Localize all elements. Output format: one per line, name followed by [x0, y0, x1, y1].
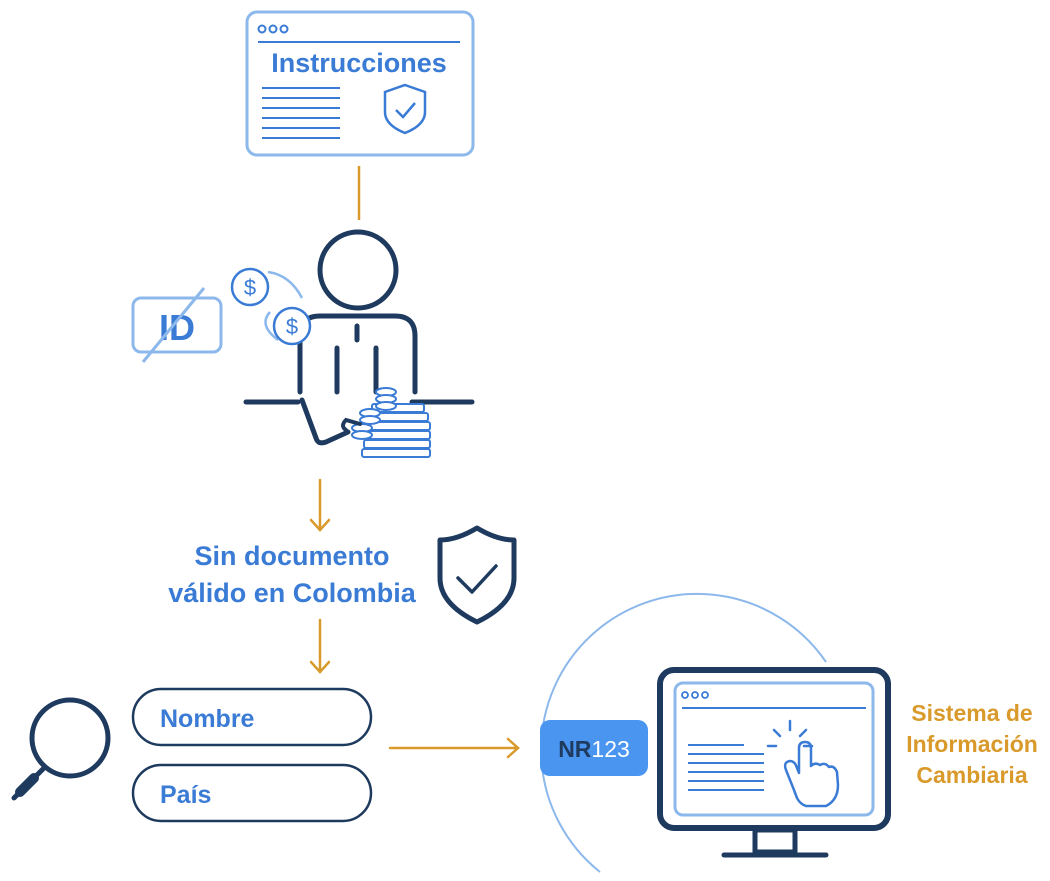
- instructions-card: Instrucciones: [245, 10, 475, 157]
- text-lines-icon: [688, 744, 764, 791]
- instructions-title: Instrucciones: [271, 48, 447, 78]
- country-field-label: País: [160, 781, 211, 809]
- money-stack-icon: [351, 387, 431, 458]
- text-lines-icon: [262, 87, 340, 139]
- dollar-sign-icon: $: [244, 275, 256, 300]
- arrow-down-icon: [309, 478, 331, 532]
- svg-text:NR123: NR123: [558, 736, 630, 762]
- id-card-crossed-icon: ID: [131, 287, 223, 363]
- code-number: 123: [591, 736, 629, 762]
- code-badge: NR123: [540, 720, 648, 776]
- window-dots-icon: [681, 691, 709, 699]
- code-prefix: NR: [558, 736, 592, 762]
- name-field: Nombre: [131, 687, 373, 747]
- arrow-down-icon: [309, 618, 331, 674]
- name-field-label: Nombre: [160, 705, 255, 733]
- system-circle: [540, 592, 827, 873]
- arrow-right-icon: [388, 737, 520, 759]
- click-hand-icon: [766, 719, 840, 808]
- shield-check-icon: [437, 525, 517, 625]
- condition-line-2: válido en Colombia: [168, 578, 417, 608]
- window-dots-icon: [257, 24, 289, 34]
- country-field: País: [131, 763, 373, 823]
- shield-check-icon: [383, 83, 427, 135]
- system-label-line-2: Información: [906, 731, 1038, 757]
- system-label-line-1: Sistema de: [911, 700, 1032, 726]
- dollar-coin-icon: [272, 306, 312, 346]
- coin-exchange-icon: $ $: [230, 267, 312, 346]
- hand-icon: [341, 417, 362, 432]
- condition-line-1: Sin documento: [195, 541, 390, 571]
- magnifier-icon: [11, 697, 111, 801]
- dollar-coin-icon: [230, 267, 270, 307]
- system-label-line-3: Cambiaria: [916, 762, 1027, 788]
- strike-line: [141, 287, 206, 363]
- dollar-sign-icon: $: [286, 314, 298, 339]
- monitor-icon: [657, 667, 891, 858]
- id-card-label: ID: [159, 307, 195, 348]
